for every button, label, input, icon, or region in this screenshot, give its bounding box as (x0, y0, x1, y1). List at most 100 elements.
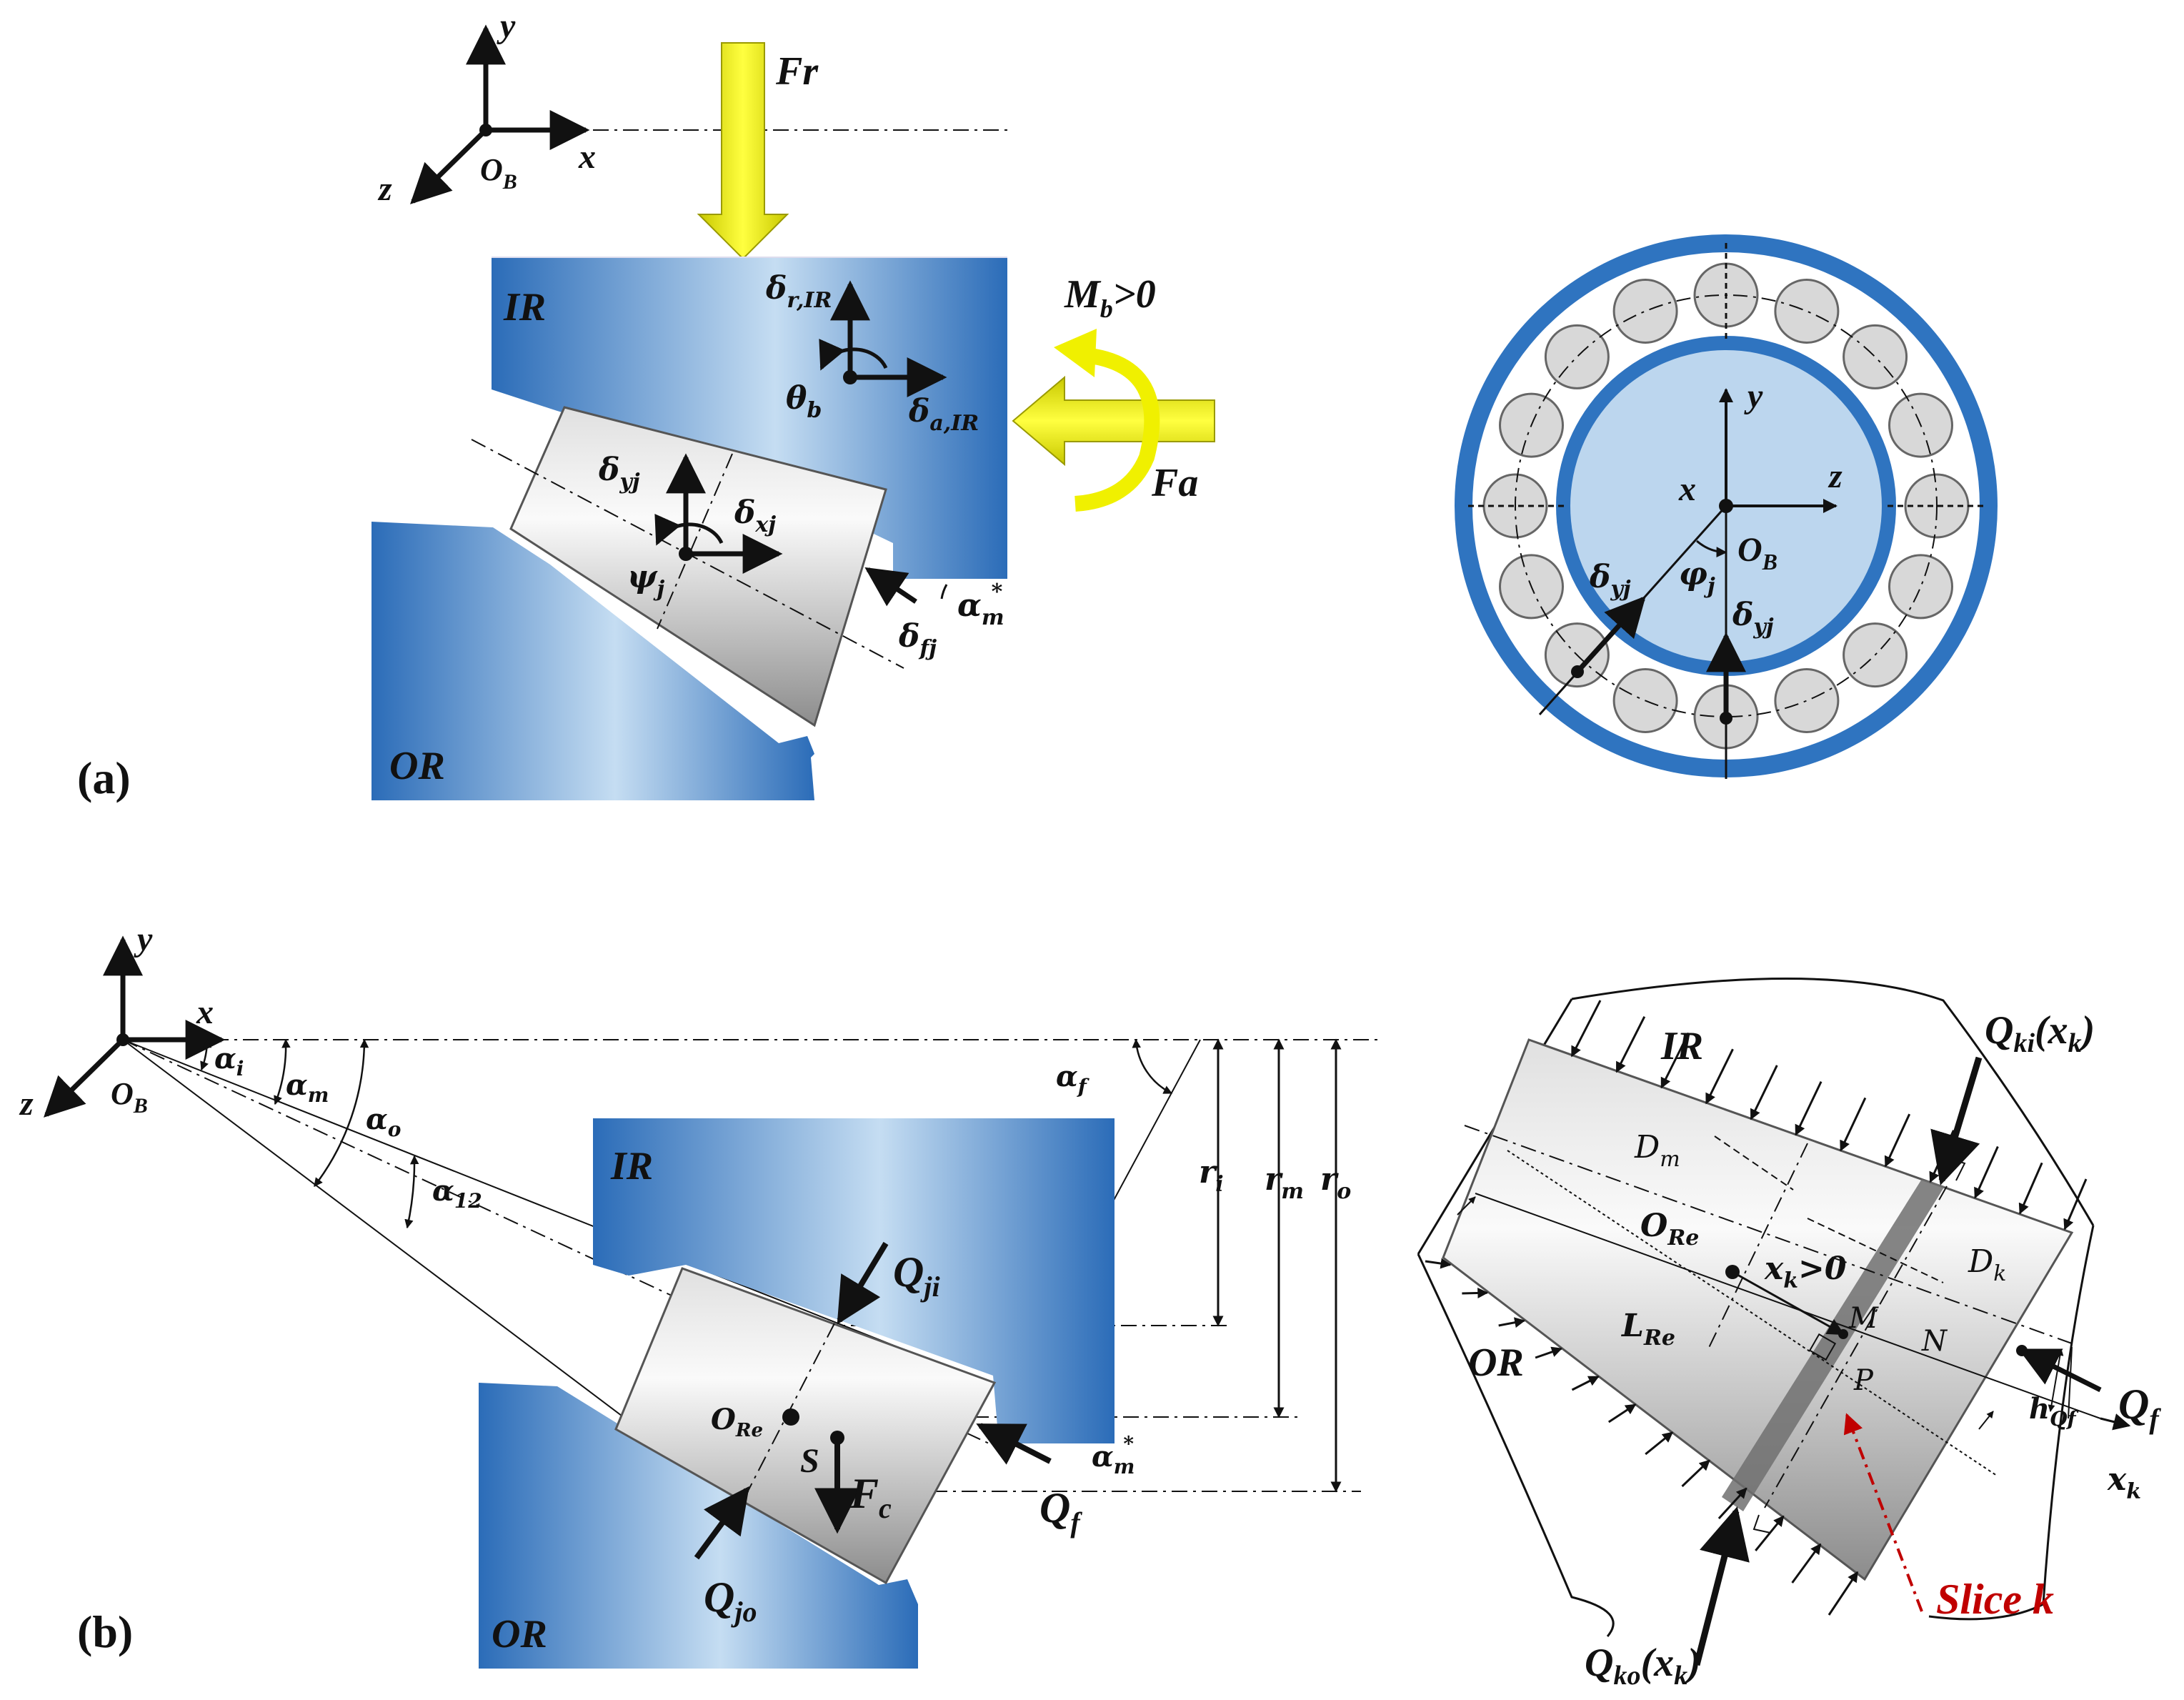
load-arrow (1840, 1097, 1867, 1152)
roller-center-a (679, 547, 693, 561)
front-origin-label: OB (1737, 531, 1777, 575)
load-arrow (1570, 1000, 1602, 1058)
axis-x-label: x (578, 138, 596, 176)
xk-positive-label: xk>0 (1764, 1251, 1847, 1293)
hqf-label: hQf (2029, 1392, 2079, 1431)
angle-label-alpha-12: α12 (432, 1174, 482, 1213)
qf-label-detail: Qf (2118, 1381, 2161, 1435)
axis-x-b: x (196, 993, 214, 1031)
angle-label-alpha-o: αo (366, 1103, 401, 1141)
fa-arrow (1012, 375, 1215, 467)
moment-label: Mb>0 (1064, 272, 1156, 323)
panel-a-label: (a) (77, 752, 131, 803)
front-delta-yj-1: δyj (1589, 559, 1631, 602)
delta-a-ir-label: δa,IR (908, 393, 979, 436)
roller (1612, 279, 1678, 344)
n-point-label: N (1921, 1325, 1948, 1358)
delta-fj-arrow (864, 567, 917, 607)
front-y-label: y (1744, 377, 1763, 415)
axis-z-b: z (19, 1085, 34, 1123)
p-point-label: P (1853, 1364, 1874, 1397)
force-arrows-b (694, 1241, 1052, 1560)
roller (1774, 668, 1840, 733)
ore-label-b: ORe (711, 1403, 763, 1441)
dk-label: Dk (1968, 1243, 2006, 1286)
delta-fj-label: δfj (898, 618, 937, 661)
xk-axis-label: xk (2107, 1461, 2141, 1504)
alpha-m-arc-a (940, 584, 948, 600)
origin-dot (479, 124, 492, 136)
outer-ring-a (372, 522, 814, 800)
load-arrow (1660, 1032, 1690, 1089)
roller (1544, 324, 1610, 389)
load-arrow (1884, 1113, 1911, 1168)
angle-label-alpha-f: αf (1056, 1060, 1090, 1098)
axis-z-label: z (377, 170, 392, 208)
axes-b (44, 935, 226, 1118)
load-arrow (1755, 1515, 1785, 1551)
dm-label: Dm (1634, 1129, 1680, 1172)
or-label-b: OR (492, 1612, 547, 1656)
qko-label: Qko(xk) (1585, 1641, 1701, 1691)
angle-arcs (200, 1038, 1173, 1229)
roller (1843, 324, 1908, 389)
origin-label: OB (480, 152, 517, 194)
load-arrow (1974, 1145, 1999, 1199)
load-arrow (1425, 1258, 1452, 1269)
load-arrow (1828, 1571, 1859, 1616)
axis-y-b: y (134, 920, 153, 958)
delta-xj-label: δxj (734, 494, 776, 537)
qjo-label: Qjo (704, 1574, 757, 1628)
radius-label-rm: rm (1265, 1161, 1304, 1204)
panel-b-label: (b) (77, 1606, 133, 1657)
load-arrow (1791, 1543, 1822, 1584)
theta-b-label: θb (786, 380, 822, 423)
delta-yj-label: δyj (598, 452, 640, 494)
panel-b: y x z OB αi αm αo α12 αf (19, 920, 2161, 1691)
fc-label: Fc (849, 1470, 892, 1524)
bearing-front-view (1455, 234, 1998, 779)
load-arrow (2063, 1178, 2088, 1231)
detail-ir-label: IR (1660, 1024, 1703, 1068)
slice-k-label: Slice k (1936, 1576, 2054, 1623)
angle-label-alpha-m: αm (286, 1068, 329, 1107)
qki-label: Qki(xk) (1985, 1008, 2095, 1058)
origin-label-b: OB (111, 1076, 148, 1118)
ir-label-b: IR (610, 1144, 653, 1188)
axes-a (410, 24, 590, 204)
load-arrow (1615, 1016, 1646, 1073)
front-x-label: x (1678, 470, 1696, 508)
roller (1888, 554, 1953, 620)
radius-dimensions (1212, 1038, 1342, 1493)
or-label-a: OR (389, 744, 445, 788)
load-arrow (1571, 1376, 1600, 1391)
roller (1774, 279, 1840, 344)
front-delta-yj-2: δyj (1732, 597, 1774, 640)
outer-ring-b (479, 1383, 918, 1669)
m-point-label: M (1848, 1302, 1879, 1335)
alpha-m-star-label-a: αm* (957, 580, 1004, 630)
detail-or-label: OR (1468, 1341, 1524, 1385)
phi-j-label: φj (1679, 556, 1715, 599)
roller-b (614, 1267, 997, 1585)
load-arrow (1750, 1065, 1778, 1120)
ore-point-b (782, 1408, 799, 1426)
slice-detail (1417, 978, 2131, 1666)
load-arrow (1681, 1459, 1710, 1488)
roller-dof (654, 453, 783, 574)
panel-a: y x z OB Fr IR OR (77, 7, 1998, 803)
front-z-label: z (1828, 457, 1843, 495)
fr-arrow (697, 42, 789, 260)
load-arrow (1498, 1317, 1526, 1328)
radius-label-ro: ro (1320, 1161, 1351, 1204)
load-arrow (1535, 1346, 1562, 1359)
load-arrow (2018, 1162, 2043, 1215)
load-arrow (1607, 1403, 1637, 1423)
angle-label-alpha-i: αi (214, 1042, 244, 1080)
lre-label: LRe (1620, 1308, 1675, 1351)
qf-label-b: Qf (1039, 1484, 1082, 1539)
load-arrow (1705, 1048, 1734, 1105)
load-arrow (1795, 1080, 1823, 1136)
radius-label-ri: ri (1199, 1154, 1224, 1197)
